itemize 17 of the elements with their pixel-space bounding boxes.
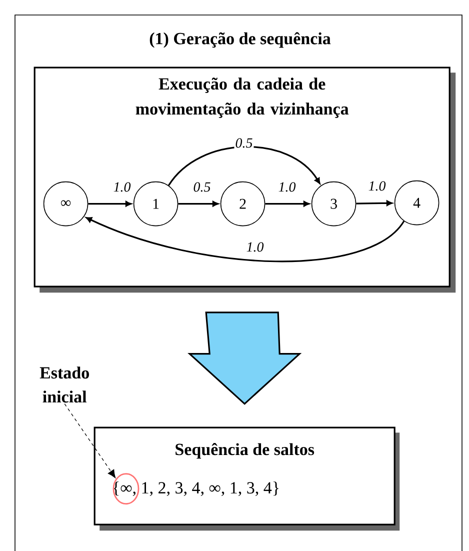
edge-label: 0.5 — [236, 138, 252, 148]
edge-label: 1.0 — [114, 182, 131, 192]
edge-label: 1.0 — [278, 182, 296, 192]
edge-label: 1.0 — [246, 242, 264, 252]
arrow — [356, 200, 392, 206]
edge-label: 0.5 — [194, 182, 210, 192]
arrow — [178, 201, 218, 207]
callout-label: Estado inicial — [40, 366, 89, 403]
arrow — [86, 217, 405, 262]
edge-label: 1.0 — [368, 181, 386, 191]
leader-line — [64, 403, 116, 478]
arrow — [265, 201, 310, 207]
arrow — [168, 146, 320, 186]
highlight-ellipse — [112, 473, 140, 504]
sequence-box: Sequência de saltos {∞, 1, 2, 3, 4, ∞, 1, 3, 4} — [94, 426, 400, 531]
block-arrow — [188, 312, 302, 405]
arrow — [88, 201, 132, 207]
